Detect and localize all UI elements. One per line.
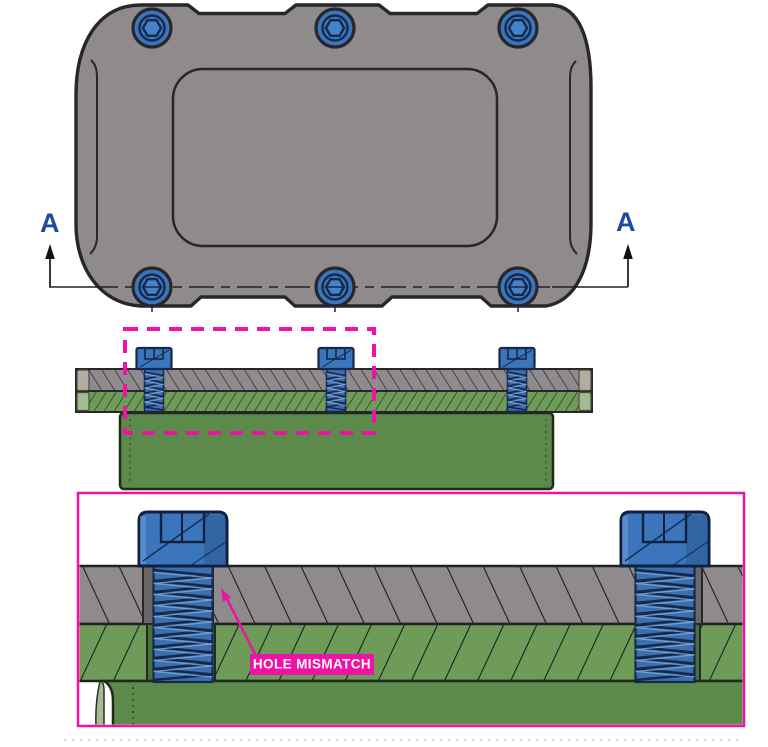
section-body-hidden-lines	[129, 419, 547, 483]
mismatch-callout-text: HOLE MISMATCH	[253, 657, 371, 672]
section-label-right: A	[616, 207, 636, 237]
mismatch-callout-bg	[250, 654, 374, 675]
mismatch-callout: HOLE MISMATCH	[221, 588, 374, 675]
plate-end-cap-left-bottom	[76, 391, 90, 412]
section-label-left: A	[40, 208, 60, 238]
plate-pocket-outline	[171, 67, 499, 248]
plate-end-cap-right-top	[578, 369, 592, 392]
plate-edge-step-left	[89, 59, 98, 255]
plate-end-cap-right-bottom	[578, 391, 592, 412]
detail-view-content: HOLE MISMATCH	[79, 510, 743, 725]
bolt-top-3	[497, 7, 539, 49]
detail-view-frame	[76, 491, 746, 728]
plate-edge-step-right	[569, 60, 578, 255]
detail-view: HOLE MISMATCH	[64, 491, 746, 741]
cover-plate-outline	[74, 3, 593, 308]
section-arrow-left-head	[45, 244, 55, 259]
top-view: A A	[40, 3, 636, 312]
flange-corner-sliver	[95, 680, 105, 725]
bolt-top-2	[314, 7, 356, 49]
plate-end-cap-left-top	[76, 369, 90, 392]
section-view	[75, 327, 593, 491]
detail-base-body	[99, 679, 743, 725]
bolt-top-1	[131, 7, 173, 49]
bolt-center-marks	[143, 286, 527, 312]
mismatch-arrow-head	[221, 588, 231, 602]
section-base-body	[118, 411, 555, 491]
mismatch-arrow-shaft	[225, 598, 258, 657]
section-arrow-right-head	[623, 244, 633, 259]
